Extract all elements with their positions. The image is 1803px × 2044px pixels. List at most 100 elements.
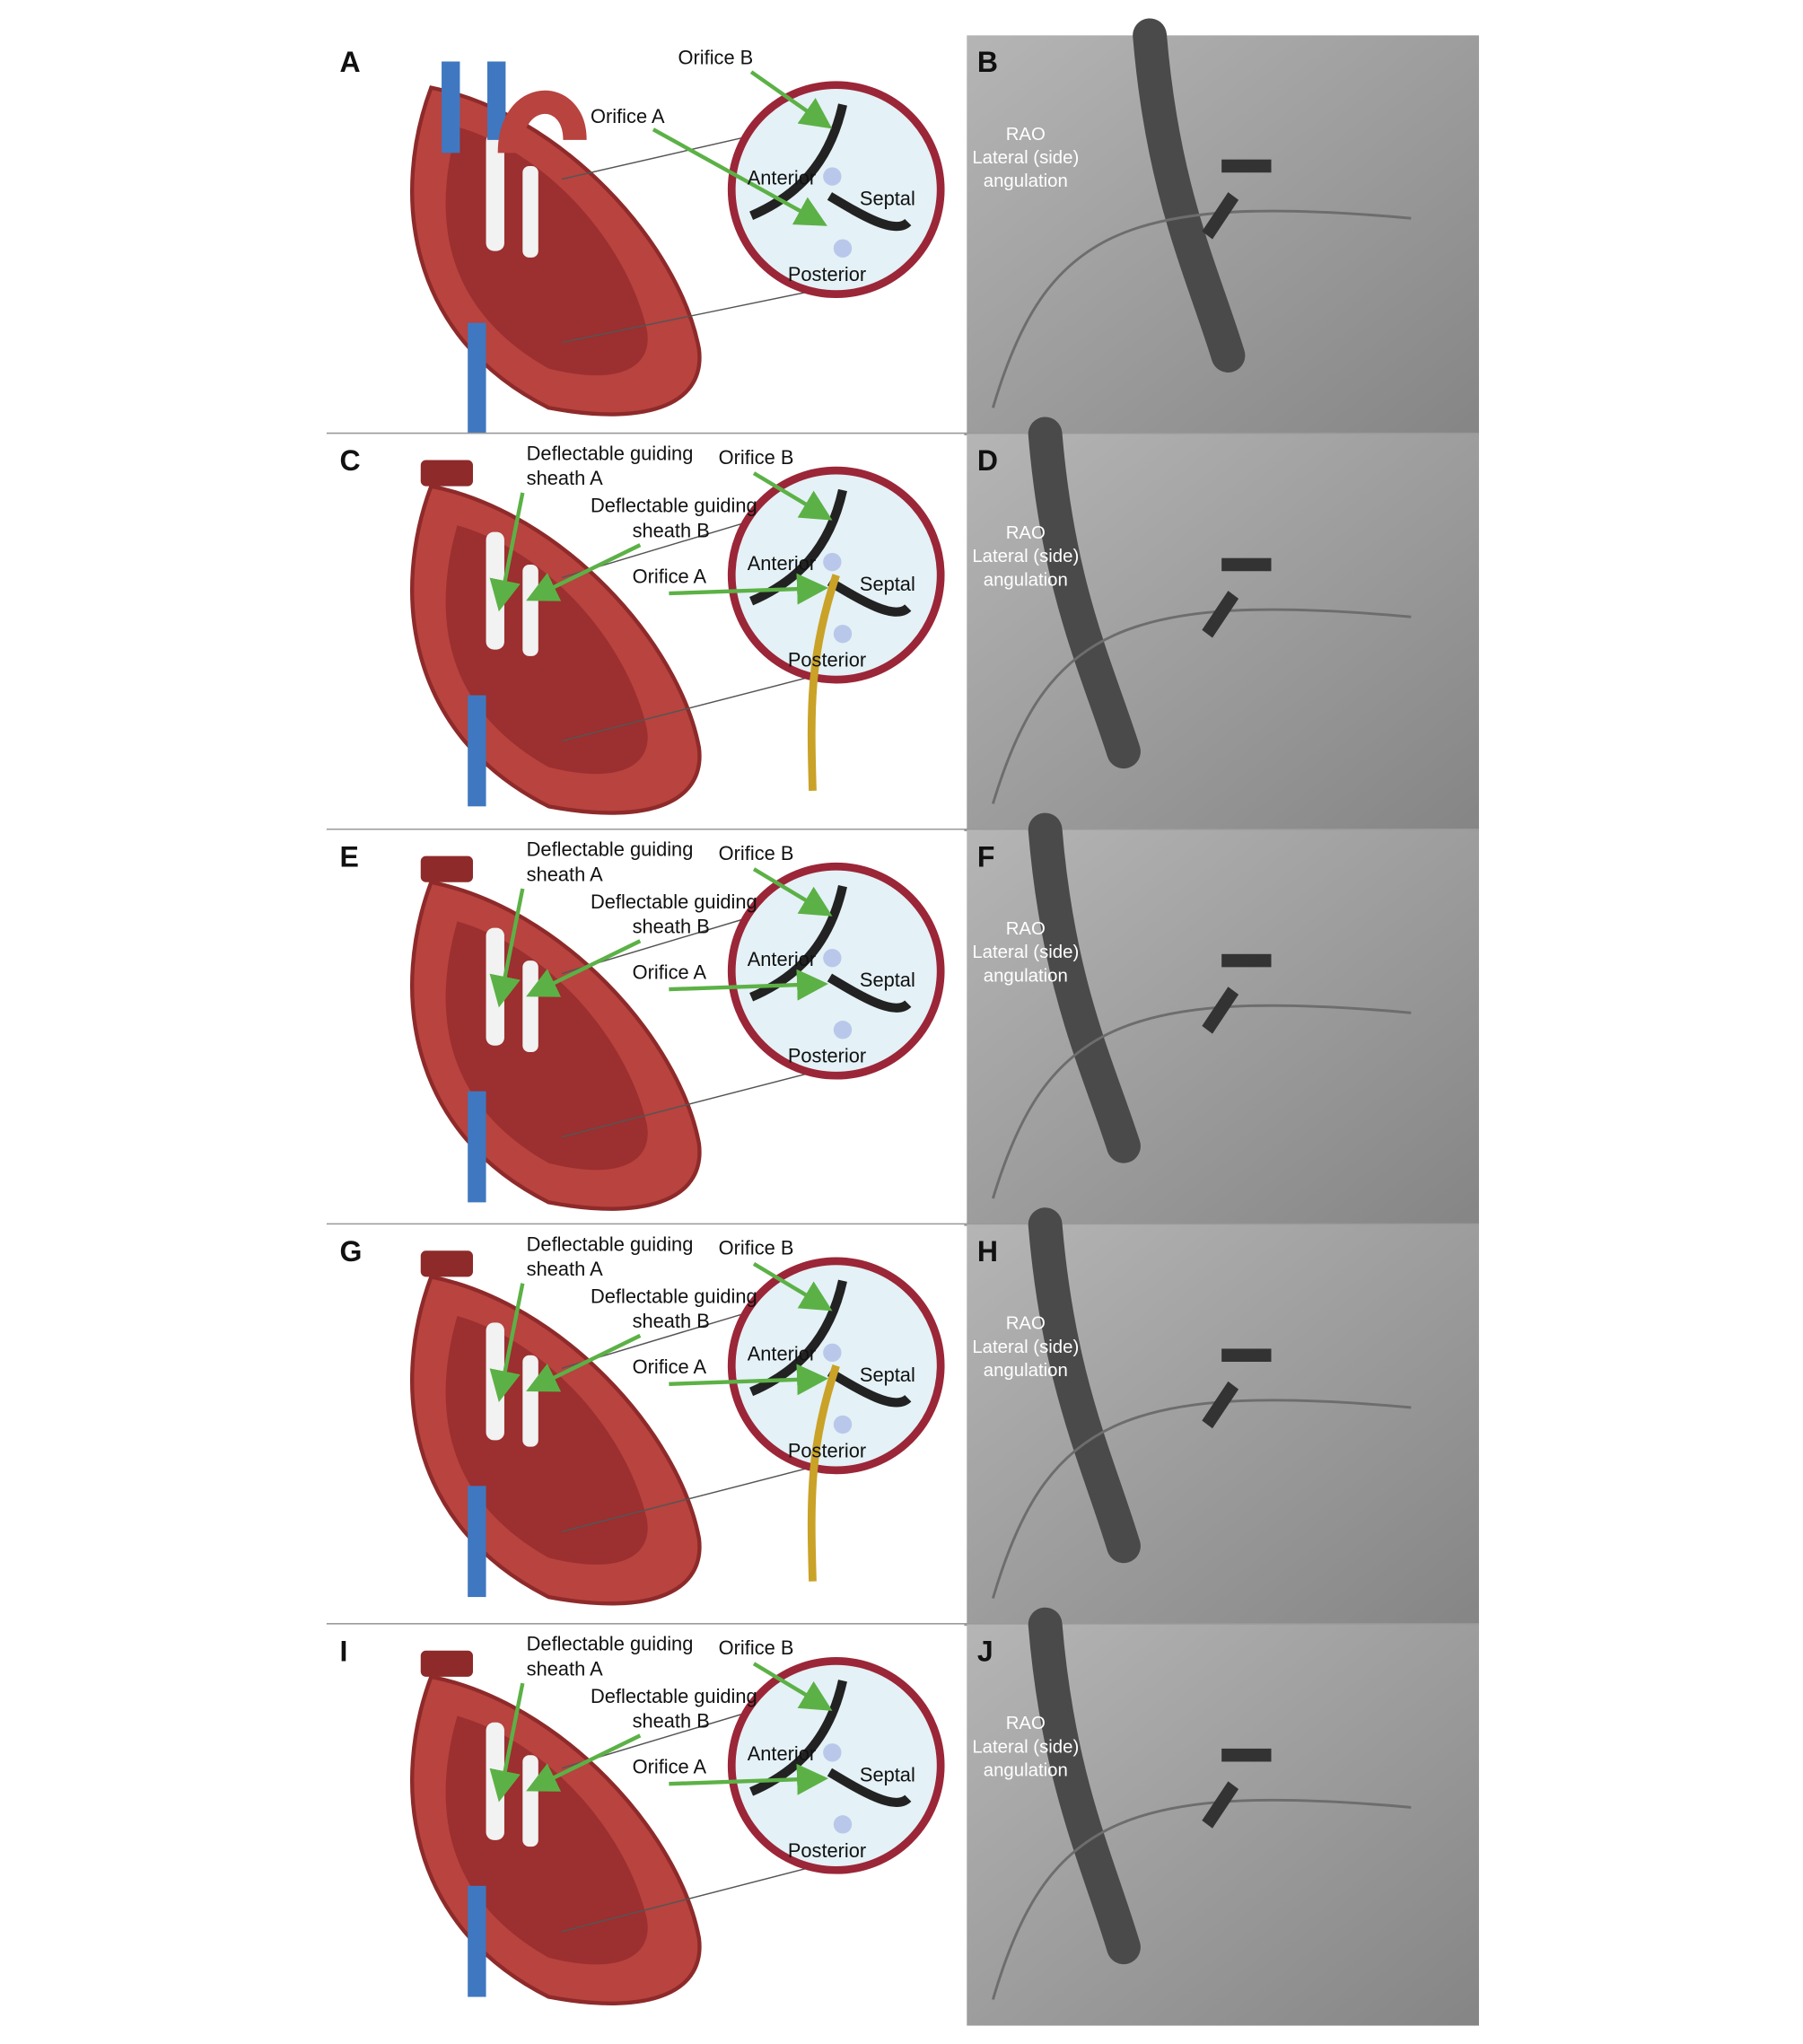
panel-label: D: [977, 444, 998, 477]
zoom-line: [561, 136, 745, 180]
view-label: RAO: [1006, 125, 1046, 145]
guiding-sheath-b: [522, 1355, 538, 1447]
mitral-leaflets: [749, 884, 912, 1013]
view-label: Lateral (side): [972, 148, 1079, 168]
clip-device: [1202, 1781, 1239, 1829]
label-posterior: Posterior: [788, 649, 866, 671]
label-sheath-b: sheath B: [633, 1310, 710, 1332]
clip-icon: [833, 239, 853, 258]
label-orifice-b: Orifice B: [719, 842, 794, 864]
clip-device: [1202, 1381, 1239, 1429]
catheter-shaft: [1028, 1207, 1141, 1564]
clip-icon: [833, 1415, 853, 1434]
clip-device: [1221, 1748, 1272, 1762]
view-label: RAO: [1006, 523, 1046, 543]
guiding-sheath-b: [522, 1755, 538, 1847]
zoom-line: [561, 1467, 810, 1532]
view-label: angulation: [984, 171, 1068, 191]
clip-icon: [833, 1815, 853, 1834]
view-label: RAO: [1006, 1314, 1046, 1334]
catheter-shaft: [1133, 18, 1246, 373]
label-sheath-b: sheath B: [633, 519, 710, 541]
label-sheath-b: Deflectable guiding: [591, 890, 757, 913]
panel-label: E: [340, 840, 359, 873]
pointer-arrow: [752, 1261, 833, 1311]
label-orifice-a: Orifice A: [633, 1756, 707, 1778]
pointer-arrow: [669, 969, 828, 1001]
clip-icon: [823, 1343, 842, 1363]
pointer-arrow: [669, 1763, 828, 1795]
aorta-stub: [420, 1650, 473, 1677]
label-septal: Septal: [860, 573, 915, 595]
view-label: Lateral (side): [972, 1737, 1079, 1757]
clip-device: [1221, 1348, 1272, 1363]
panel-label: F: [977, 840, 995, 873]
label-sheath-a: sheath A: [527, 863, 603, 885]
panel-label: C: [340, 444, 361, 477]
label-sheath-b: sheath B: [633, 1710, 710, 1733]
label-sheath-a: Deflectable guiding: [527, 443, 694, 465]
label-anterior: Anterior: [748, 1343, 816, 1365]
pointer-arrow: [652, 127, 827, 226]
pointer-arrow: [489, 888, 525, 1008]
label-sheath-b: Deflectable guiding: [591, 495, 757, 517]
pointer-arrow: [526, 1333, 642, 1392]
view-label: angulation: [984, 570, 1068, 590]
aorta-stub: [420, 1250, 473, 1277]
label-sheath-b: Deflectable guiding: [591, 1685, 757, 1707]
guidewire: [992, 1004, 1412, 1199]
panel-label: A: [340, 46, 361, 78]
pointer-arrow: [489, 1682, 525, 1803]
label-sheath-a: sheath A: [527, 1657, 603, 1680]
mitral-leaflets: [749, 103, 912, 232]
panel-label: G: [340, 1235, 363, 1268]
clip-device: [1221, 557, 1272, 572]
guiding-sheath-a: [486, 133, 504, 251]
label-orifice-b: Orifice B: [719, 1636, 794, 1659]
aorta-stub: [420, 855, 473, 882]
label-posterior: Posterior: [788, 263, 866, 285]
label-sheath-a: sheath A: [527, 467, 603, 489]
valve-inset: [727, 862, 945, 1080]
zoom-line: [561, 1072, 810, 1138]
label-anterior: Anterior: [748, 166, 816, 189]
view-label: RAO: [1006, 919, 1046, 939]
view-label: angulation: [984, 1361, 1068, 1381]
label-anterior: Anterior: [748, 1742, 816, 1765]
mitral-leaflets: [749, 1279, 912, 1408]
panel-label: H: [977, 1235, 998, 1268]
clip-device: [1221, 159, 1272, 173]
label-septal: Septal: [860, 969, 915, 991]
clip-icon: [823, 948, 842, 968]
pointer-arrow: [489, 492, 525, 612]
panel-label: I: [340, 1635, 348, 1667]
zoom-line: [561, 290, 810, 344]
zoom-line: [561, 1866, 810, 1933]
view-label: Lateral (side): [972, 943, 1079, 962]
guidewire: [992, 209, 1412, 408]
catheter-shaft: [1028, 1607, 1141, 1965]
aorta-stub: [420, 460, 473, 487]
pointer-arrow: [489, 1283, 525, 1402]
label-sheath-b: Deflectable guiding: [591, 1285, 757, 1307]
pointer-arrow: [526, 1733, 642, 1792]
label-orifice-b: Orifice B: [719, 446, 794, 469]
panel-label: J: [977, 1635, 993, 1667]
vena-cava: [468, 322, 486, 434]
pointer-arrow: [749, 70, 833, 129]
pointer-arrow: [526, 939, 642, 997]
label-sheath-a: Deflectable guiding: [527, 838, 694, 861]
label-orifice-a: Orifice A: [633, 565, 707, 587]
view-label: RAO: [1006, 1714, 1046, 1733]
zoom-line: [561, 676, 810, 742]
label-posterior: Posterior: [788, 1839, 866, 1862]
clip-device: [1202, 192, 1239, 240]
